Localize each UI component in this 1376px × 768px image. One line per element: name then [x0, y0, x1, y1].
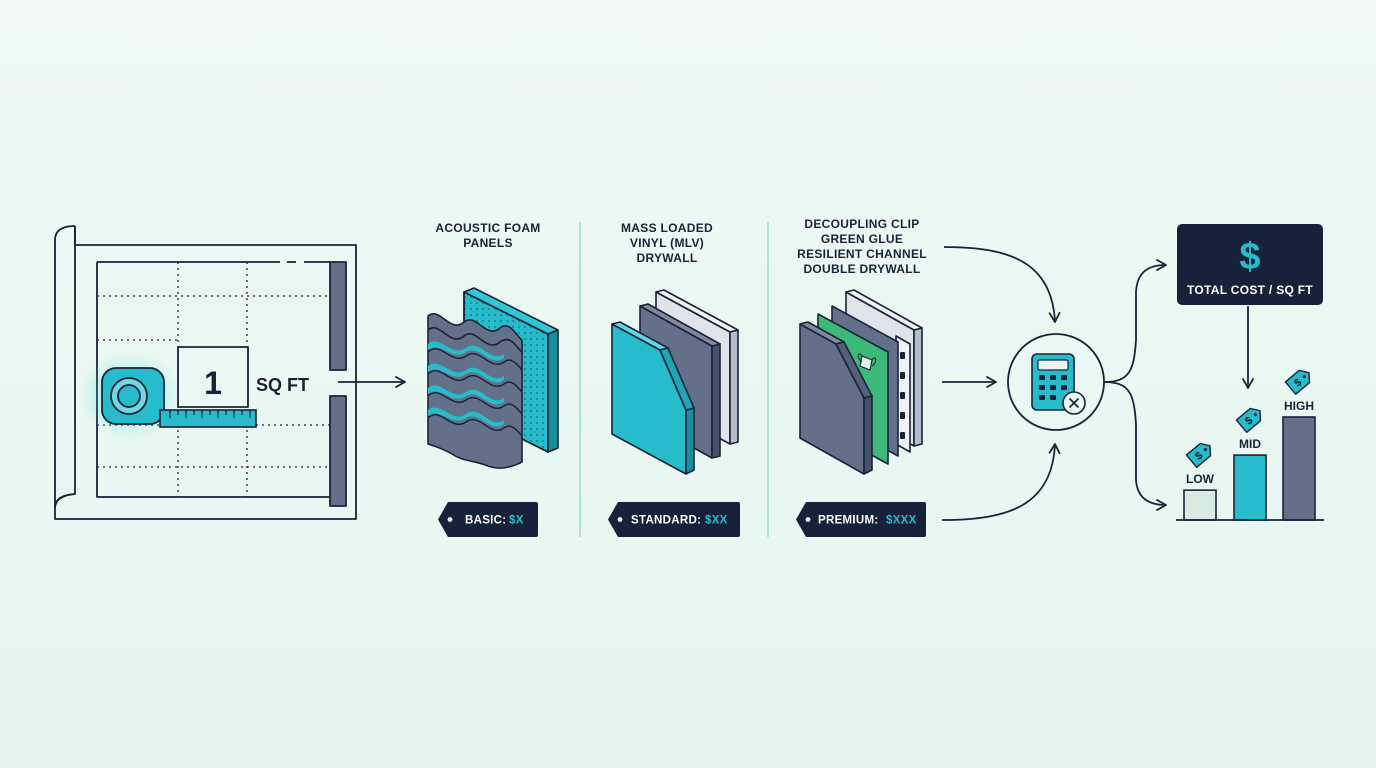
decoupled-wall-icon	[799, 289, 923, 475]
tier-basic-tag-price: $X	[509, 515, 524, 527]
foam-panel-icon	[427, 287, 559, 469]
price-tag-icon: $	[1284, 369, 1311, 395]
price-tag-icon: $	[1235, 407, 1262, 434]
blueprint-icon	[54, 225, 357, 520]
dollar-icon: $	[1239, 236, 1260, 278]
tier-premium-label-line-3: RESILIENT CHANNEL	[797, 247, 927, 261]
tier-standard-tag-price: $XX	[705, 515, 728, 527]
tape-measure-icon	[80, 352, 257, 440]
tier-basic-label-line-2: PANELS	[463, 236, 513, 250]
tier-premium-price-tag: PREMIUM: $XXX	[796, 502, 926, 537]
flow-arrows-to-calculator	[941, 246, 1061, 521]
tier-premium-tag-price: $XXX	[886, 515, 917, 527]
tier-standard-label: MASS LOADED VINYL (MLV) DRYWALL	[621, 221, 713, 265]
tier-premium-tag-label: PREMIUM:	[818, 515, 879, 527]
price-bar-low	[1183, 489, 1217, 521]
price-tag-icon: $	[1185, 442, 1212, 469]
tier-standard-label-line-3: DRYWALL	[637, 251, 698, 265]
tier-premium-label-line-1: DECOUPLING CLIP	[804, 217, 919, 231]
price-label-high: HIGH	[1284, 399, 1314, 413]
price-label-mid: MID	[1239, 437, 1261, 451]
tier-basic-tag-label: BASIC:	[465, 515, 506, 527]
price-levels-chart: LOW $ MID $ HIGH $	[1183, 369, 1316, 521]
total-cost-box: $ TOTAL COST / SQ FT	[1177, 224, 1323, 305]
flow-arrows-from-calculator	[1103, 259, 1167, 511]
tier-standard-label-line-2: VINYL (MLV)	[630, 236, 704, 250]
tier-premium-label: DECOUPLING CLIP GREEN GLUE RESILIENT CHA…	[797, 217, 927, 276]
tier-basic-label: ACOUSTIC FOAM PANELS	[435, 221, 540, 250]
measure-value: 1	[204, 365, 222, 401]
price-bar-high	[1282, 416, 1316, 521]
tier-premium-label-line-2: GREEN GLUE	[821, 232, 903, 246]
tier-basic-label-line-1: ACOUSTIC FOAM	[435, 221, 540, 235]
calculator-icon	[1007, 333, 1105, 431]
tier-standard-tag-label: STANDARD:	[631, 515, 701, 527]
tier-standard-label-line-1: MASS LOADED	[621, 221, 713, 235]
price-label-low: LOW	[1186, 472, 1215, 486]
price-bar-mid	[1233, 454, 1267, 521]
tier-premium-label-line-4: DOUBLE DRYWALL	[803, 262, 920, 276]
total-cost-label: TOTAL COST / SQ FT	[1187, 283, 1313, 297]
tier-standard-price-tag: STANDARD: $XX	[608, 502, 740, 537]
measure-unit: SQ FT	[256, 375, 309, 395]
mlv-drywall-icon	[611, 289, 739, 475]
tier-basic-price-tag: BASIC: $X	[438, 502, 538, 537]
